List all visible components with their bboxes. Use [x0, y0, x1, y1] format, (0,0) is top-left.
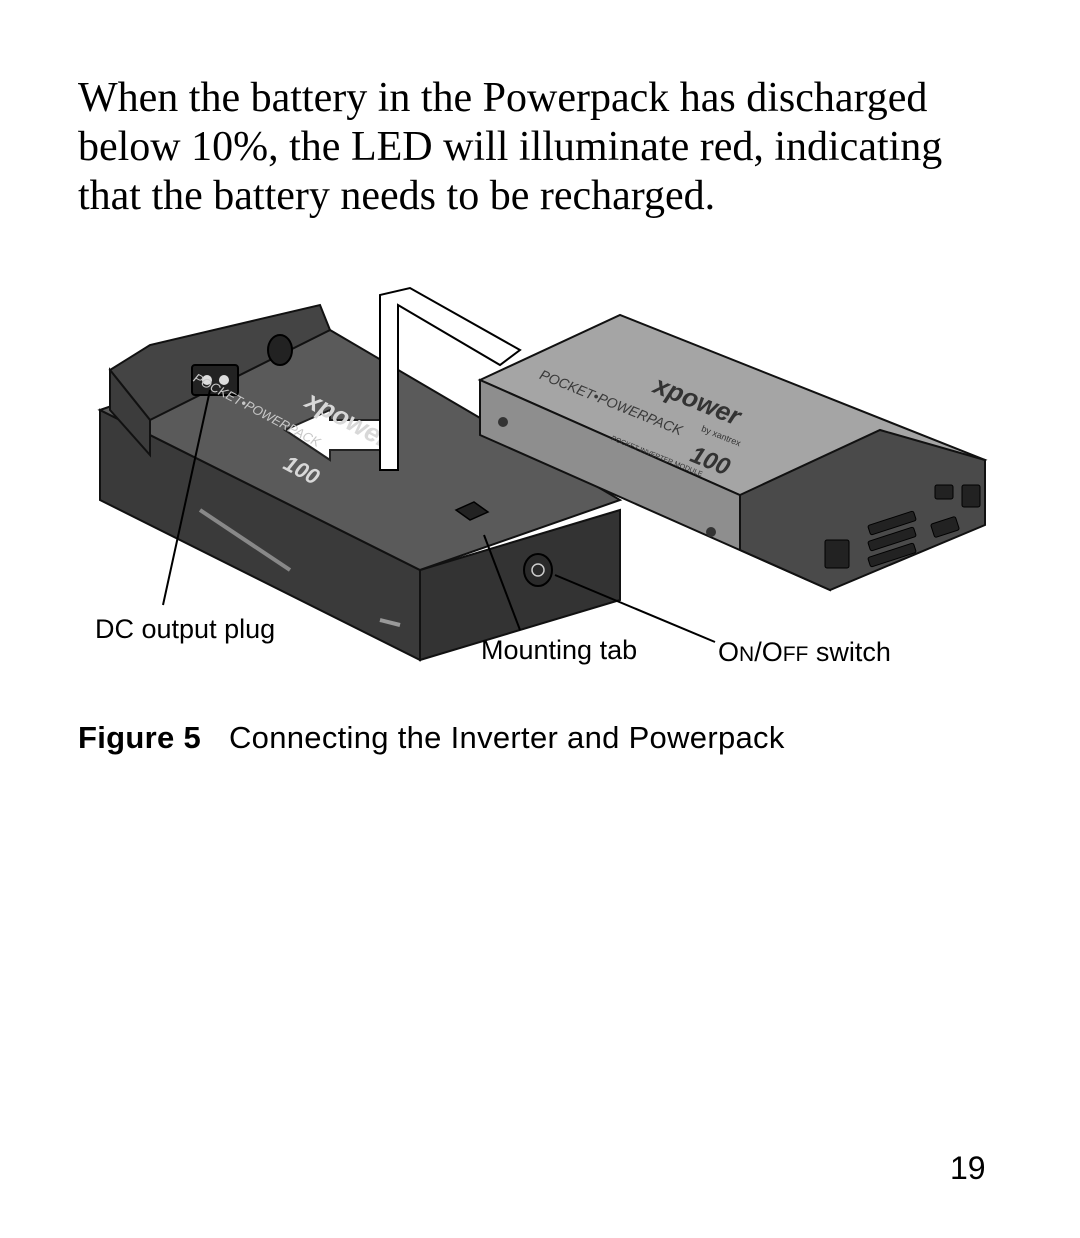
- callout-switch-off-initial: O: [761, 637, 783, 667]
- figure-illustration: xpower POCKET•POWERPACK 100: [0, 270, 1080, 690]
- callout-switch-off-rest: FF: [782, 643, 809, 666]
- callout-dc-output-plug: DC output plug: [95, 614, 276, 644]
- callout-switch-on-initial: O: [718, 637, 740, 667]
- callout-on-off-switch: ON/OFF switch: [718, 637, 891, 668]
- powerpack-inverter-illustration: xpower POCKET•POWERPACK 100: [97, 286, 988, 662]
- on-off-switch: [523, 553, 553, 587]
- cardboard-strip: [379, 286, 522, 471]
- callout-switch-slash: /: [754, 637, 762, 667]
- callout-switch-word: switch: [808, 637, 891, 667]
- inverter-device: xpower by xantrex POCKET•POWERPACK 100 P…: [477, 313, 988, 592]
- page-number: 19: [950, 1150, 986, 1186]
- mounting-tab: [454, 501, 490, 521]
- callout-leader-lines: [162, 389, 716, 643]
- body-paragraph: When the battery in the Powerpack has di…: [78, 75, 943, 219]
- dc-plug: [191, 364, 239, 396]
- figure-caption: Figure 5 Connecting the Inverter and Powe…: [78, 720, 785, 756]
- callout-switch-on-rest: N: [739, 643, 755, 666]
- callout-mounting-tab: Mounting tab: [481, 635, 638, 665]
- figure-number: Figure 5: [78, 720, 201, 755]
- figure-caption-text: Connecting the Inverter and Powerpack: [228, 720, 785, 755]
